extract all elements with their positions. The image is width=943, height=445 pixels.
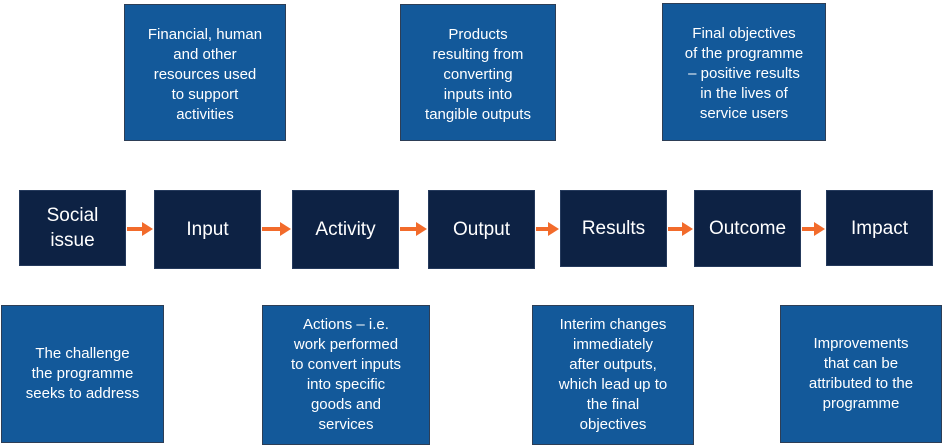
description-text: Final objectives of the programme – posi… [684, 25, 804, 122]
stage-social-issue: Social issue [19, 190, 126, 266]
description-text: Improvements that can be attributed to t… [808, 335, 914, 412]
stage-label: Input [186, 219, 229, 240]
arrow-icon [802, 222, 825, 236]
stage-label: Output [452, 219, 511, 240]
arrow-icon [400, 222, 427, 236]
description-outcome: Final objectives of the programme – posi… [662, 3, 826, 141]
stage-activity: Activity [292, 190, 399, 269]
description-social-issue: The challenge the programme seeks to add… [1, 305, 164, 443]
description-text: Products resulting from converting input… [425, 26, 531, 123]
description-output: Products resulting from converting input… [400, 4, 556, 141]
stage-output: Output [428, 190, 535, 269]
stage-label: Outcome [708, 218, 787, 239]
description-text: Interim changes immediately after output… [558, 316, 668, 433]
stage-results: Results [560, 190, 667, 267]
description-text: The challenge the programme seeks to add… [25, 345, 140, 402]
stage-label: Social issue [46, 205, 99, 251]
arrow-icon [262, 222, 291, 236]
description-impact: Improvements that can be attributed to t… [780, 305, 942, 443]
stage-impact: Impact [826, 190, 933, 266]
description-activity: Actions – i.e. work performed to convert… [262, 305, 430, 445]
stage-input: Input [154, 190, 261, 269]
arrow-icon [668, 222, 693, 236]
description-text: Financial, human and other resources use… [147, 26, 263, 123]
stage-label: Results [581, 218, 646, 239]
stage-label: Impact [850, 217, 909, 239]
arrow-icon [536, 222, 559, 236]
stage-label: Activity [315, 219, 376, 240]
arrow-icon [127, 222, 153, 236]
stage-outcome: Outcome [694, 190, 801, 267]
description-text: Actions – i.e. work performed to convert… [290, 316, 402, 433]
description-input: Financial, human and other resources use… [124, 4, 286, 141]
description-results: Interim changes immediately after output… [532, 305, 694, 445]
